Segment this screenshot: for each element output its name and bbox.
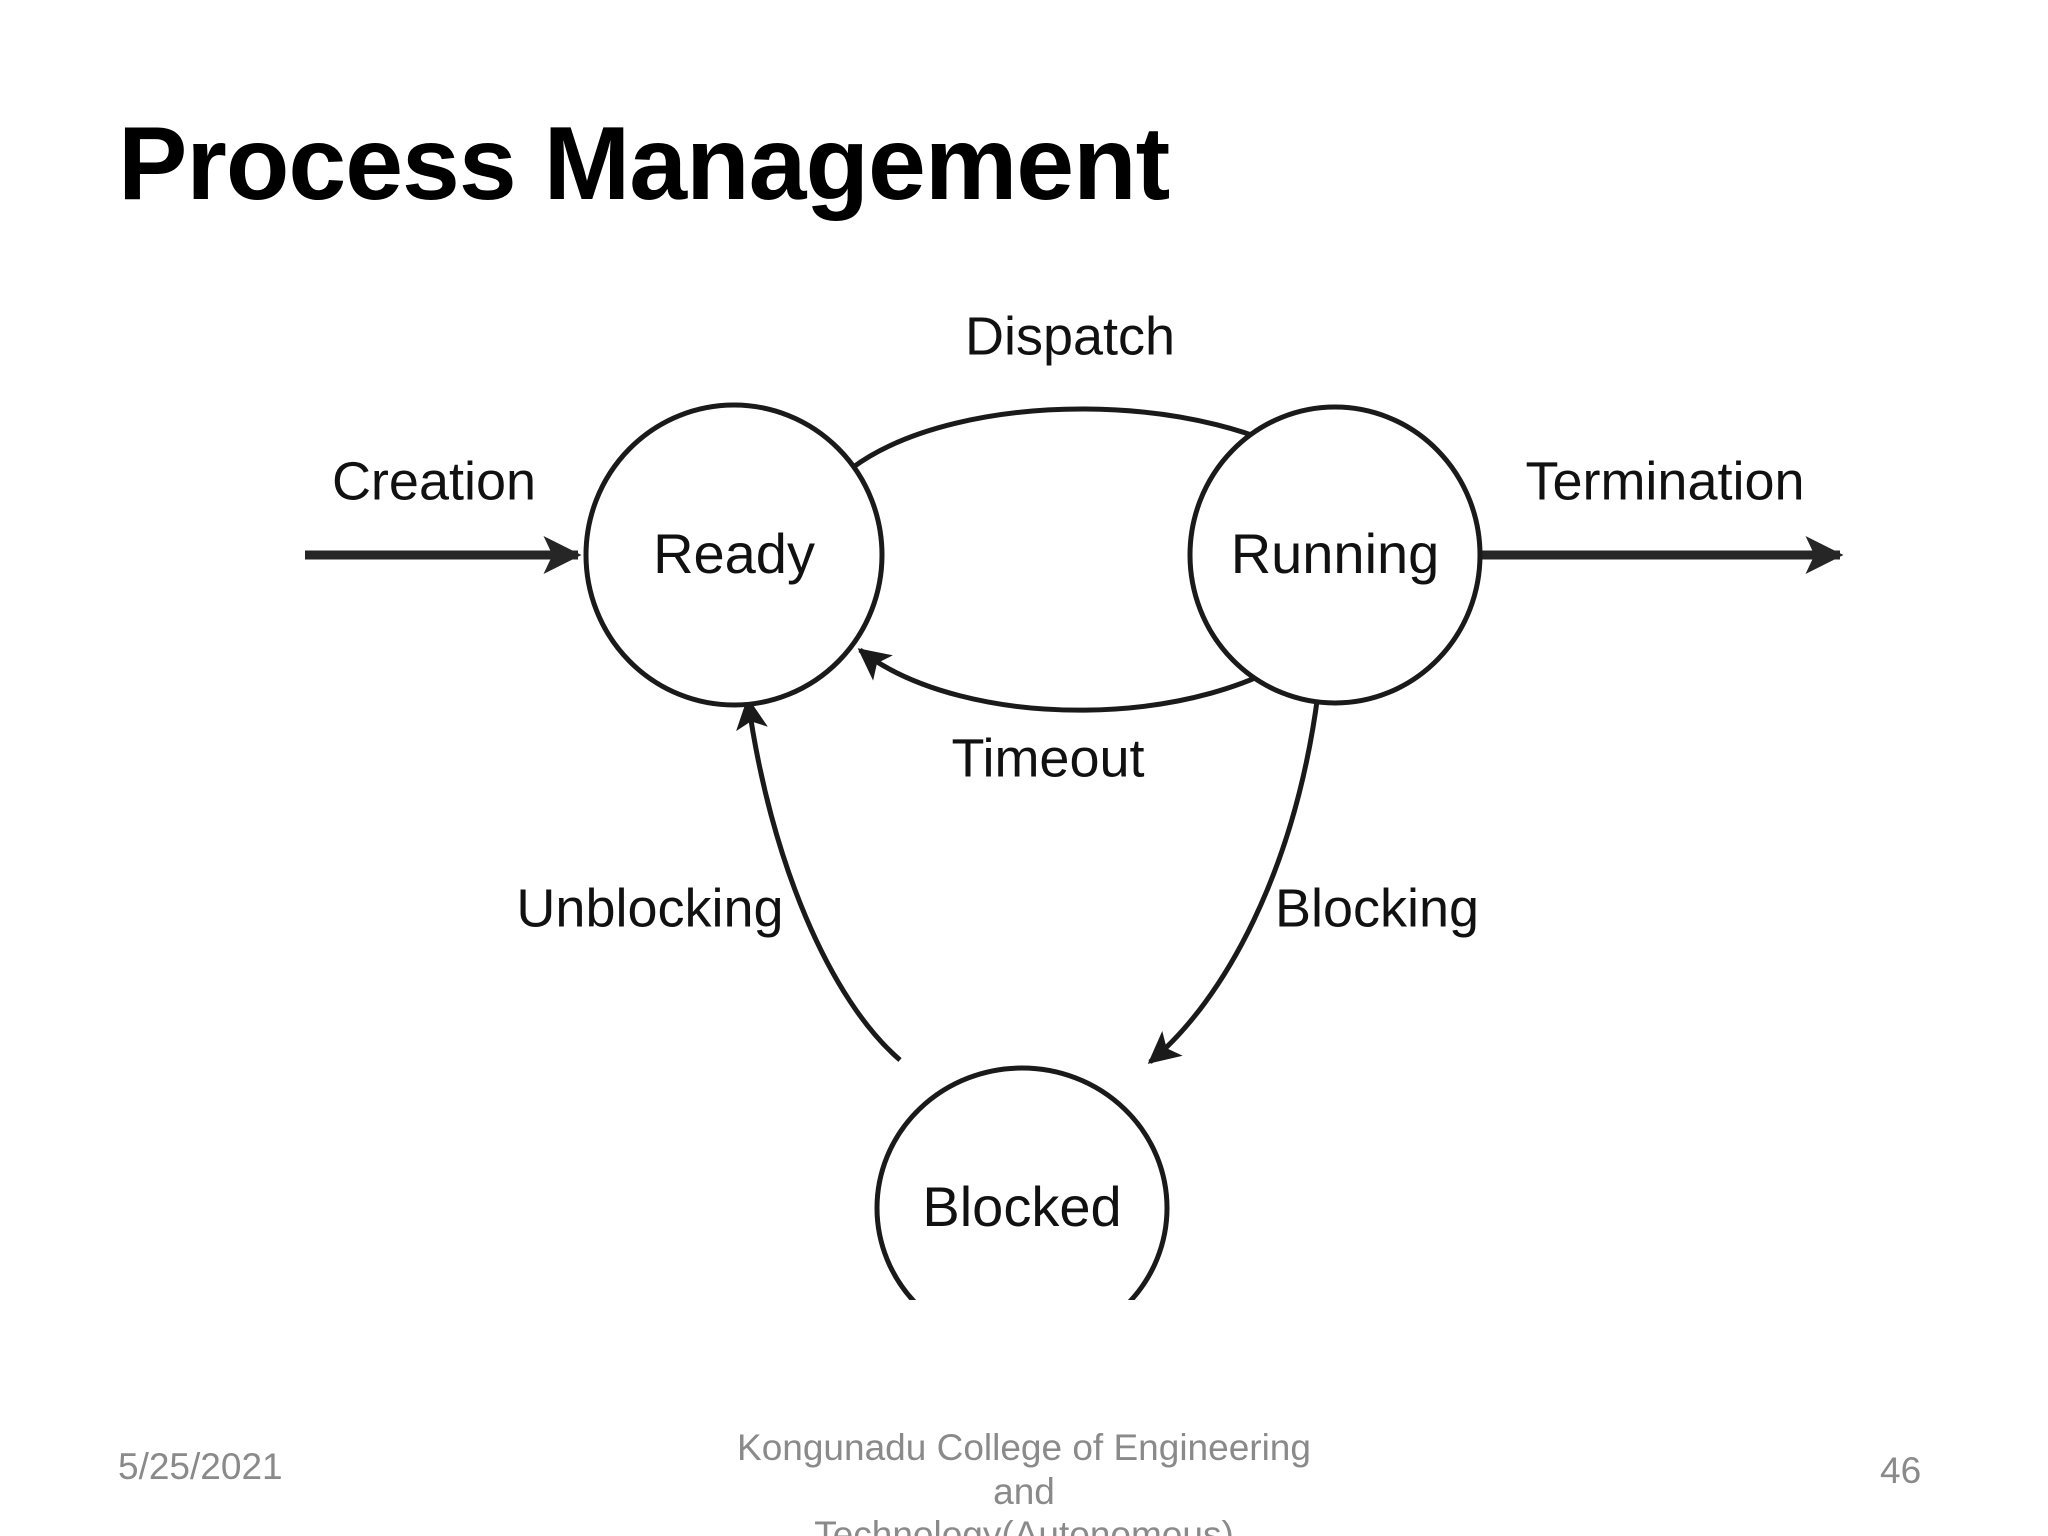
unblocking-arrow-curve [736,697,902,1062]
edge-label-termination: Termination [1525,451,1804,511]
edge-label-timeout: Timeout [951,728,1144,788]
node-running[interactable]: Running [1187,404,1483,706]
footer-organization-line1: Kongunadu College of Engineering and [737,1427,1311,1512]
footer-organization-line2: Technology(Autonomous) [814,1514,1234,1536]
edge-termination: Termination [1447,451,1844,574]
edge-label-blocking: Blocking [1275,878,1479,938]
footer-page-number: 46 [1880,1450,1922,1491]
page-title: Process Management [118,106,1170,222]
edge-creation: Creation [305,451,582,574]
edge-label-creation: Creation [332,451,536,511]
state-diagram-svg: Creation Termination Dispatch Timeout Bl… [305,306,1844,1300]
node-ready[interactable]: Ready [583,402,885,708]
process-state-diagram: Creation Termination Dispatch Timeout Bl… [0,300,2048,1300]
node-label-running: Running [1231,522,1440,585]
node-blocked[interactable]: Blocked [874,1065,1170,1300]
slide-footer: 5/25/2021 Kongunadu College of Engineeri… [0,1427,2048,1536]
edge-label-unblocking: Unblocking [516,878,783,938]
running-state-circle[interactable] [1187,404,1483,706]
edge-blocking: Blocking [1147,693,1479,1064]
blocked-state-circle[interactable] [874,1065,1170,1300]
edge-dispatch: Dispatch [850,306,1325,473]
footer-organization: Kongunadu College of Engineering and Tec… [724,1426,1324,1536]
node-label-blocked: Blocked [922,1175,1121,1238]
footer-date: 5/25/2021 [118,1446,283,1487]
edge-unblocking: Unblocking [516,697,902,1062]
blocking-arrow-curve [1147,693,1321,1064]
node-label-ready: Ready [653,522,815,585]
edge-label-dispatch: Dispatch [965,306,1175,366]
ready-state-circle[interactable] [583,402,885,708]
